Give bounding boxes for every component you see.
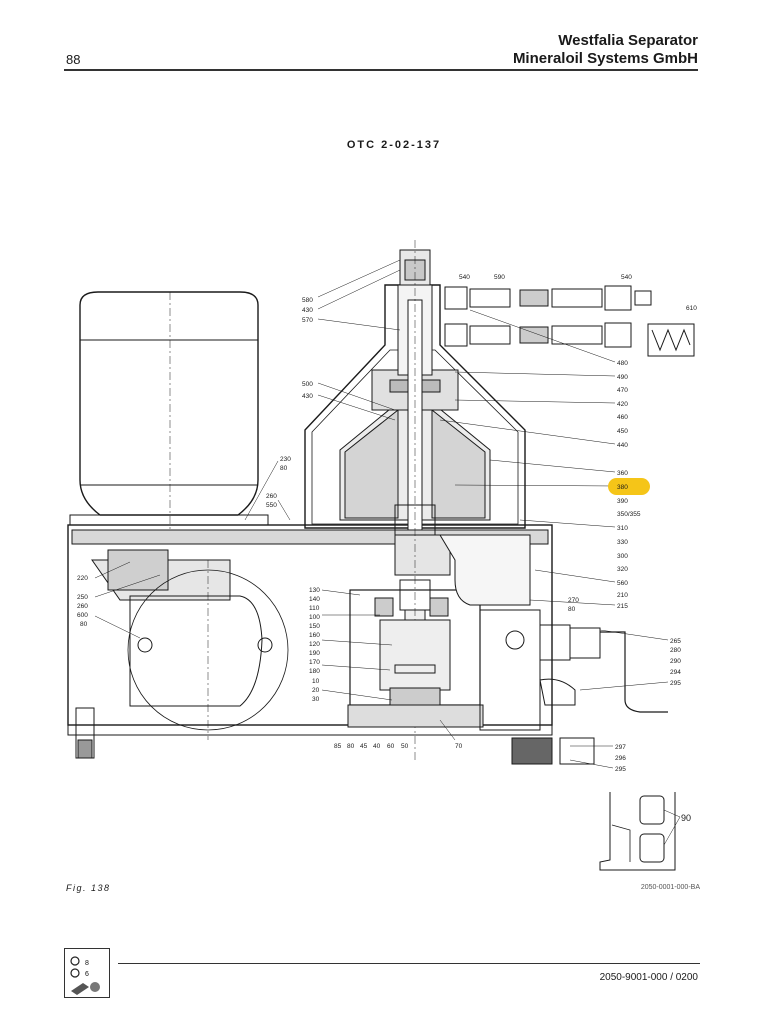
callout-label: 610 [686, 305, 697, 312]
callout-label: 100 [309, 614, 320, 621]
callout-label: 420 [617, 401, 628, 408]
page-number: 88 [66, 52, 81, 67]
callout-label: 380 [617, 484, 628, 491]
callout-label: 170 [309, 659, 320, 666]
callout-label: 296 [615, 755, 626, 762]
callout-label: 300 [617, 553, 628, 560]
callout-label: 130 [309, 587, 320, 594]
callout-label: 80 [568, 606, 576, 613]
callout-label: 110 [309, 605, 320, 612]
callout-label: 490 [617, 374, 628, 381]
callout-label: 80 [280, 465, 288, 472]
callout-labels: 580 430 570 500 430 230 80 260 550 220 2… [77, 274, 697, 823]
motor [69, 291, 269, 530]
callout-label: 45 [360, 743, 368, 750]
callout-label: 320 [617, 566, 628, 573]
callout-label: 80 [80, 621, 88, 628]
callout-label: 590 [494, 274, 505, 281]
callout-label: 294 [670, 669, 681, 676]
callout-label: 60 [387, 743, 395, 750]
badge-value: 8 [85, 960, 89, 967]
company-line-1: Westfalia Separator [558, 32, 698, 49]
callout-label: 560 [617, 580, 628, 587]
callout-label: 80 [347, 743, 355, 750]
callout-label: 550 [266, 502, 277, 509]
callout-label: 250 [77, 594, 88, 601]
callout-label: 70 [455, 743, 463, 750]
highlight-marker [608, 478, 650, 495]
callout-label: 440 [617, 442, 628, 449]
callout-label: 390 [617, 498, 628, 505]
model-label: OTC 2-02-137 [346, 139, 442, 151]
callout-label: 540 [459, 274, 470, 281]
callout-label: 580 [302, 297, 313, 304]
callout-label: 140 [309, 596, 320, 603]
header-rule [64, 69, 698, 71]
callout-label: 215 [617, 603, 628, 610]
callout-label: 297 [615, 744, 626, 751]
company-line-2: Mineraloil Systems GmbH [512, 50, 698, 67]
callout-label: 430 [302, 393, 313, 400]
maintenance-badge: 8 6 [64, 948, 110, 998]
detail-inset [599, 792, 676, 871]
callout-label: 450 [617, 428, 628, 435]
leader-lines [94, 259, 681, 846]
connection-piping [444, 285, 695, 765]
callout-label: 10 [312, 678, 320, 685]
callout-label: 260 [77, 603, 88, 610]
drawing-number: 2050-0001-000-BA [640, 884, 700, 891]
document-number: 2050-9001-000 / 0200 [599, 972, 698, 983]
callout-label: 470 [617, 387, 628, 394]
callout-label: 50 [401, 743, 409, 750]
callout-label: 260 [266, 493, 277, 500]
callout-label: 570 [302, 317, 313, 324]
callout-label: 30 [312, 696, 320, 703]
gear-housing [347, 534, 531, 728]
callout-label: 310 [617, 525, 628, 532]
callout-label: 210 [617, 592, 628, 599]
badge-value: 6 [85, 971, 89, 978]
callout-label: 430 [302, 307, 313, 314]
callout-label: 220 [77, 575, 88, 582]
wrench-icon: 8 6 [70, 956, 100, 995]
callout-label: 330 [617, 539, 628, 546]
callout-label: 270 [568, 597, 579, 604]
callout-label: 180 [309, 668, 320, 675]
callout-label: 290 [670, 658, 681, 665]
bowl-hood [304, 284, 526, 529]
callout-label: 150 [309, 623, 320, 630]
callout-label: 295 [670, 680, 681, 687]
callout-label: 120 [309, 641, 320, 648]
callout-label: 295 [615, 766, 626, 773]
callout-label: 280 [670, 647, 681, 654]
callout-label: 20 [312, 687, 320, 694]
footer-rule [118, 963, 700, 964]
callout-label: 85 [334, 743, 342, 750]
callout-label: 160 [309, 632, 320, 639]
callout-label: 265 [670, 638, 681, 645]
callout-label: 350/355 [617, 511, 641, 518]
callout-label: 600 [77, 612, 88, 619]
callout-label: 360 [617, 470, 628, 477]
callout-label: 230 [280, 456, 291, 463]
callout-label: 500 [302, 381, 313, 388]
callout-label: 540 [621, 274, 632, 281]
callout-label: 90 [681, 813, 691, 823]
company-name: Westfalia Separator Mineraloil Systems G… [513, 32, 698, 68]
callout-label: 40 [373, 743, 381, 750]
callout-label: 480 [617, 360, 628, 367]
callout-label: 190 [309, 650, 320, 657]
callout-label: 460 [617, 414, 628, 421]
figure-label: Fig. 138 [66, 883, 111, 893]
